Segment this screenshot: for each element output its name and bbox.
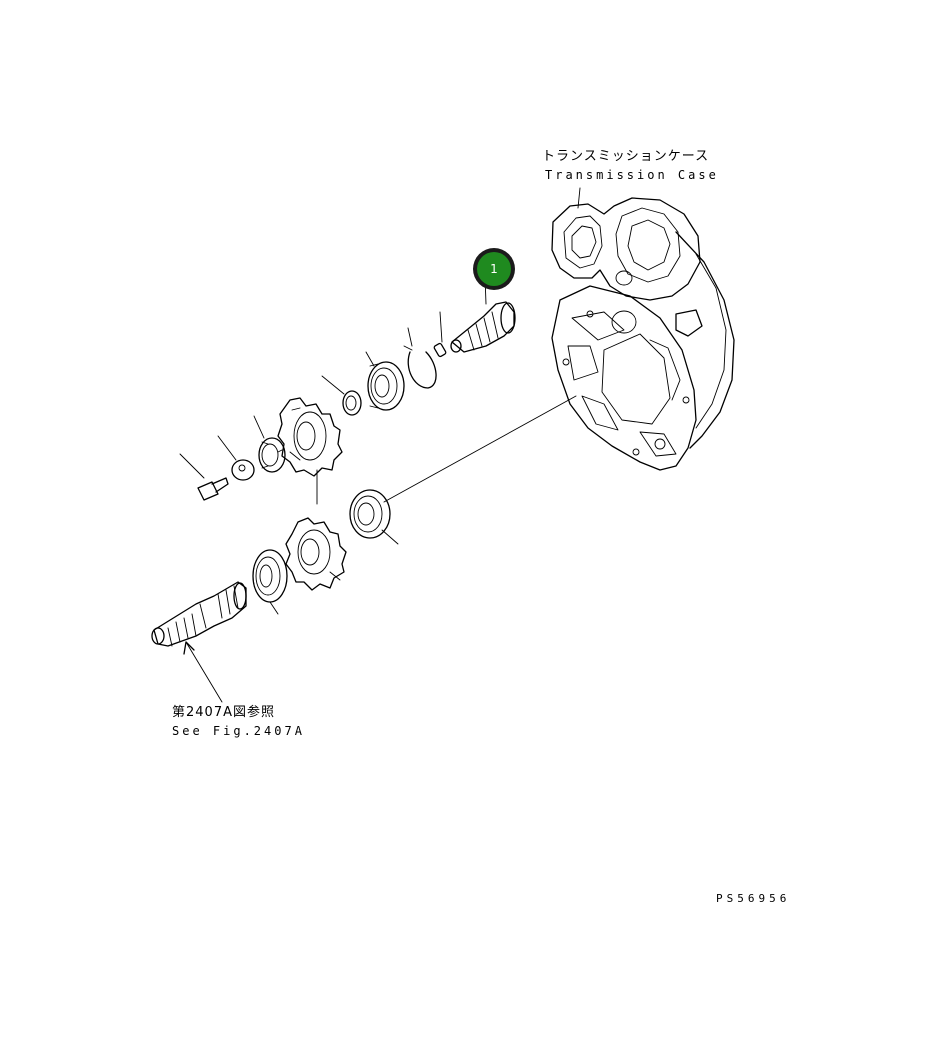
lower-bearing-right [349, 489, 399, 545]
transmission-case [551, 197, 735, 471]
needle-bearing [253, 415, 286, 473]
case-leader-line [577, 187, 581, 209]
upper-gear [277, 397, 343, 477]
part-callout-1-number: 1 [477, 252, 511, 286]
reference-label-en: See Fig.2407A [172, 724, 305, 738]
spacer-ring [321, 375, 362, 416]
lower-gear [285, 517, 347, 591]
lower-bearing-left [252, 549, 288, 615]
transmission-case-label-jp: トランスミッションケース [542, 149, 710, 164]
upper-bearing [365, 351, 405, 411]
transmission-case-label-en: Transmission Case [545, 168, 719, 182]
assembly-axis-line [383, 395, 577, 503]
drawing-number: PS56956 [716, 892, 791, 905]
washer [217, 435, 255, 481]
reference-label-jp: 第2407A図参照 [172, 705, 275, 720]
snap-ring [403, 327, 437, 389]
pin [433, 311, 447, 358]
part-callout-1[interactable]: 1 [473, 248, 515, 290]
reference-arrow [183, 641, 223, 703]
bolt [179, 453, 229, 501]
main-shaft [151, 581, 247, 647]
